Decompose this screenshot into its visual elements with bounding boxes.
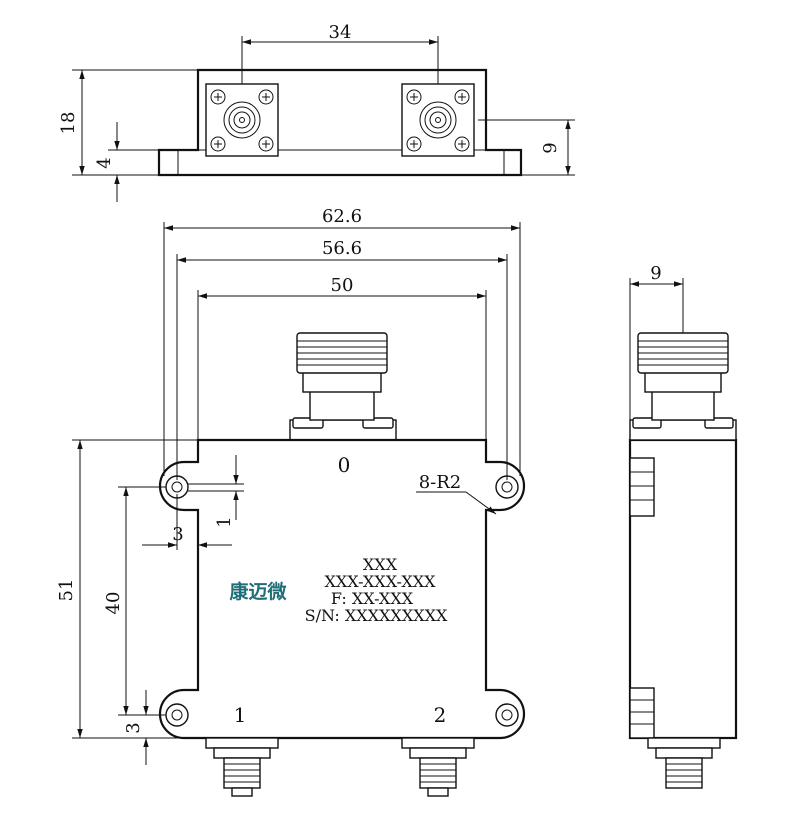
- sma-connector-port1: [205, 737, 279, 797]
- dim-3-bottom: 3: [123, 722, 144, 733]
- dim-51: 51: [56, 579, 77, 602]
- n-connector-top: [289, 332, 397, 441]
- dim-corner-radius: 8-R2: [419, 472, 462, 493]
- dim-9-top: 9: [540, 142, 561, 153]
- dim-1-vertical: 1: [214, 516, 235, 527]
- dim-40: 40: [103, 592, 124, 615]
- dim-9-side: 9: [650, 263, 661, 284]
- brand-logo: 康迈微: [229, 580, 287, 603]
- front-view: 0 1 2 XXX XXX-XXX-XXX F: XX-XXX S/N: XXX…: [56, 206, 526, 797]
- label-line2: XXX-XXX-XXX: [324, 572, 436, 591]
- port-label-0: 0: [338, 453, 351, 477]
- top-view: 34 18 4 9: [58, 22, 575, 202]
- label-line3: F: XX-XXX: [331, 589, 414, 608]
- dim-4: 4: [94, 157, 115, 168]
- sma-connector-port2: [401, 737, 475, 797]
- sma-flange-left: [205, 83, 279, 157]
- dim-62-6: 62.6: [322, 206, 362, 227]
- label-line4: S/N: XXXXXXXXX: [305, 606, 448, 625]
- port-label-1: 1: [234, 703, 247, 727]
- label-line1: XXX: [363, 555, 398, 574]
- sma-flange-right: [401, 83, 475, 157]
- dim-56-6: 56.6: [322, 238, 362, 259]
- dim-34: 34: [329, 22, 352, 43]
- dim-3-horizontal: 3: [172, 524, 183, 545]
- dim-18: 18: [58, 112, 79, 135]
- dim-50: 50: [331, 275, 354, 296]
- side-view: 9: [628, 263, 738, 789]
- port-label-2: 2: [434, 703, 447, 727]
